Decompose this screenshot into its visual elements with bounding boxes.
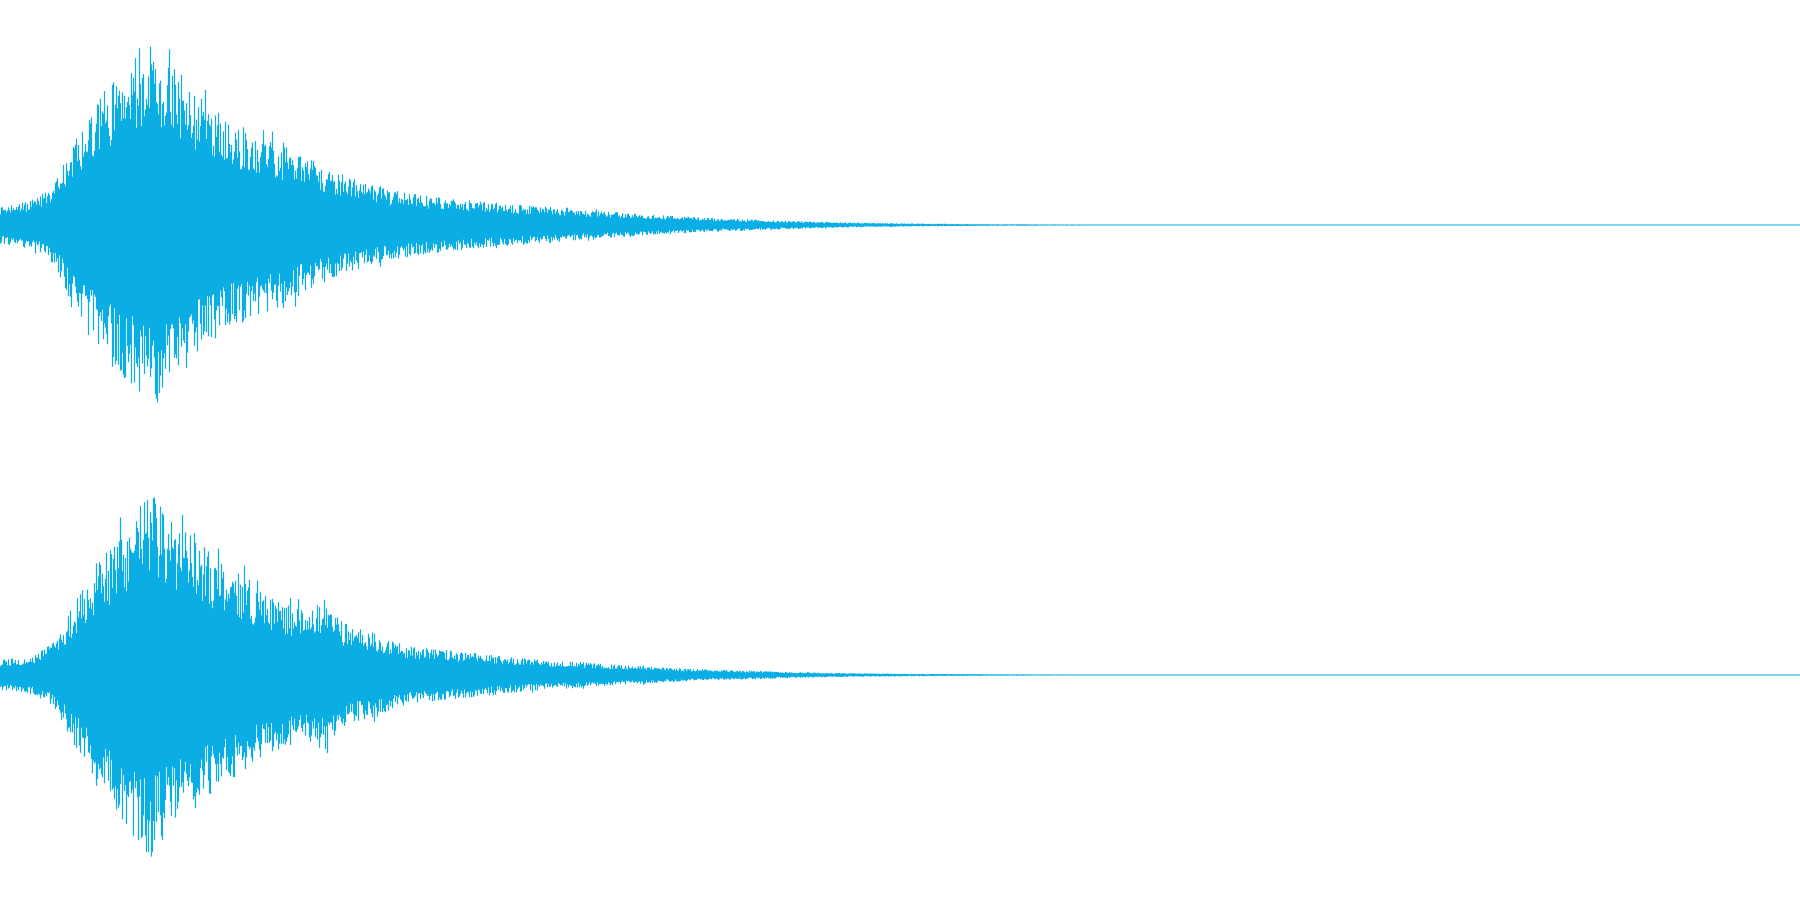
waveform-amplitude — [0, 46, 1114, 403]
waveform-channel-2 — [0, 497, 1800, 857]
waveform-amplitude — [0, 497, 1080, 857]
waveform-channel-1 — [0, 46, 1800, 403]
